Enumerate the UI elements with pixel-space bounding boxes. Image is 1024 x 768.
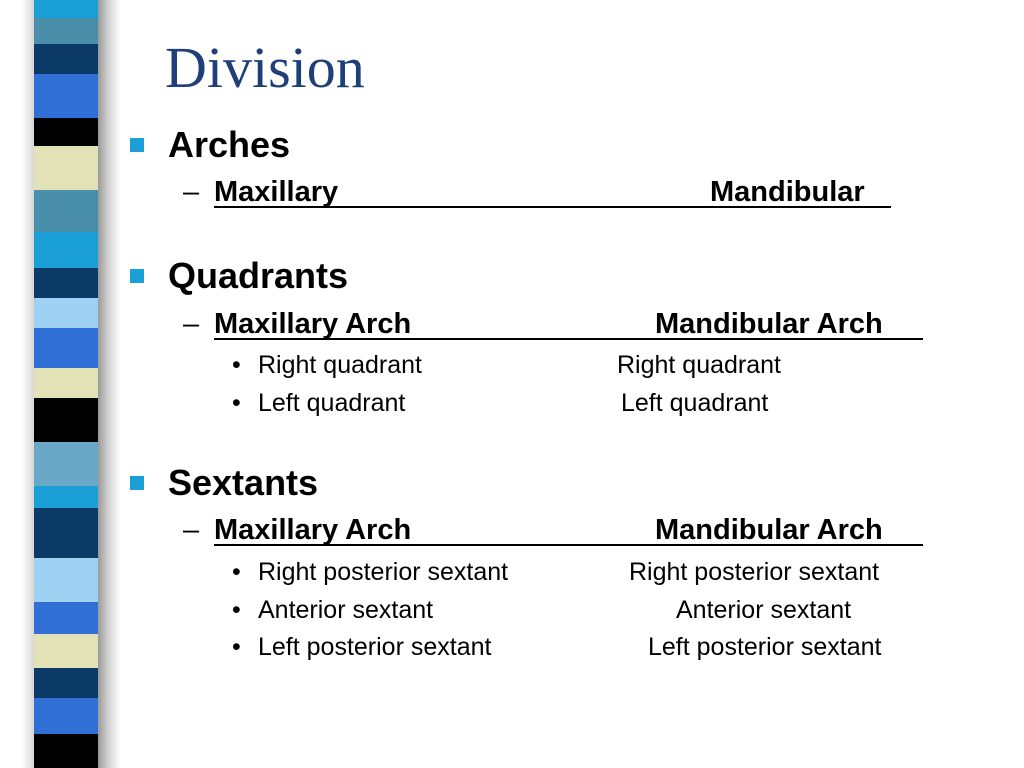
subheading-left: Maxillary Arch [214, 308, 412, 340]
item-right: Right quadrant [617, 351, 782, 379]
bullet-quadrants: Quadrants [130, 256, 530, 296]
stripe-band [34, 668, 98, 698]
subitem-quadrants: – Maxillary Arch Mandibular Arch [183, 308, 943, 340]
list-item: • Right quadrant Right quadrant [232, 350, 852, 380]
item-right: Left posterior sextant [648, 633, 882, 661]
underlined-subheading: Maxillary Arch Mandibular Arch [214, 514, 923, 546]
item-left: Right quadrant [258, 351, 423, 379]
item-left: Anterior sextant [258, 596, 434, 624]
square-bullet-icon [130, 269, 144, 283]
stripe-band [34, 368, 98, 398]
stripe-band [34, 734, 98, 768]
stripe-band [34, 118, 98, 146]
dot-bullet-icon: • [232, 389, 241, 417]
item-right: Anterior sextant [676, 596, 852, 624]
section-heading: Arches [168, 124, 291, 165]
subheading-left: Maxillary Arch [214, 514, 412, 546]
dot-bullet-icon: • [232, 596, 241, 624]
item-left: Left posterior sextant [258, 633, 492, 661]
list-item: • Left quadrant Left quadrant [232, 388, 852, 418]
dot-bullet-icon: • [232, 633, 241, 661]
stripe-band [34, 268, 98, 298]
stripe-band [34, 508, 98, 558]
square-bullet-icon [130, 476, 144, 490]
dot-bullet-icon: • [232, 558, 241, 586]
list-item: • Left posterior sextant Left posterior … [232, 632, 932, 662]
stripe-band [34, 486, 98, 508]
stripe-band [34, 442, 98, 486]
list-item: • Right posterior sextant Right posterio… [232, 557, 932, 587]
underlined-subheading: Maxillary Arch Mandibular Arch [214, 308, 923, 340]
stripe-band [34, 398, 98, 442]
subheading-left: Maxillary [214, 176, 339, 208]
section-heading: Sextants [168, 462, 319, 503]
subheading-right: Mandibular Arch [655, 308, 883, 340]
subheading-right: Mandibular Arch [655, 514, 883, 546]
section-heading: Quadrants [168, 255, 349, 296]
stripe-band [34, 146, 98, 190]
stripe-band [34, 74, 98, 118]
square-bullet-icon [130, 138, 144, 152]
slide-title: Division [165, 35, 365, 100]
stripe-band [34, 18, 98, 44]
dash-bullet-icon: – [183, 176, 200, 208]
stripe-band [34, 558, 98, 602]
stripe-band [34, 298, 98, 328]
dash-bullet-icon: – [183, 308, 200, 340]
item-right: Left quadrant [621, 389, 769, 417]
underlined-subheading: Maxillary Mandibular [214, 176, 891, 208]
stripe-band [34, 602, 98, 634]
subitem-arches: – Maxillary Mandibular [183, 176, 903, 208]
stripe-band [34, 634, 98, 668]
list-item: • Anterior sextant Anterior sextant [232, 595, 932, 625]
bullet-sextants: Sextants [130, 463, 530, 503]
dash-bullet-icon: – [183, 514, 200, 546]
item-right: Right posterior sextant [629, 558, 880, 586]
item-left: Right posterior sextant [258, 558, 509, 586]
item-left: Left quadrant [258, 389, 406, 417]
decorative-side-stripe [34, 0, 98, 768]
stripe-band [34, 698, 98, 734]
stripe-band [34, 328, 98, 368]
stripe-band [34, 0, 98, 18]
stripe-band [34, 190, 98, 232]
bullet-arches: Arches [130, 125, 530, 165]
subitem-sextants: – Maxillary Arch Mandibular Arch [183, 514, 943, 546]
dot-bullet-icon: • [232, 351, 241, 379]
side-stripe-shadow [98, 0, 120, 768]
side-stripe-shadow-left [22, 0, 34, 768]
stripe-band [34, 44, 98, 74]
subheading-right: Mandibular [710, 176, 865, 208]
stripe-band [34, 232, 98, 268]
